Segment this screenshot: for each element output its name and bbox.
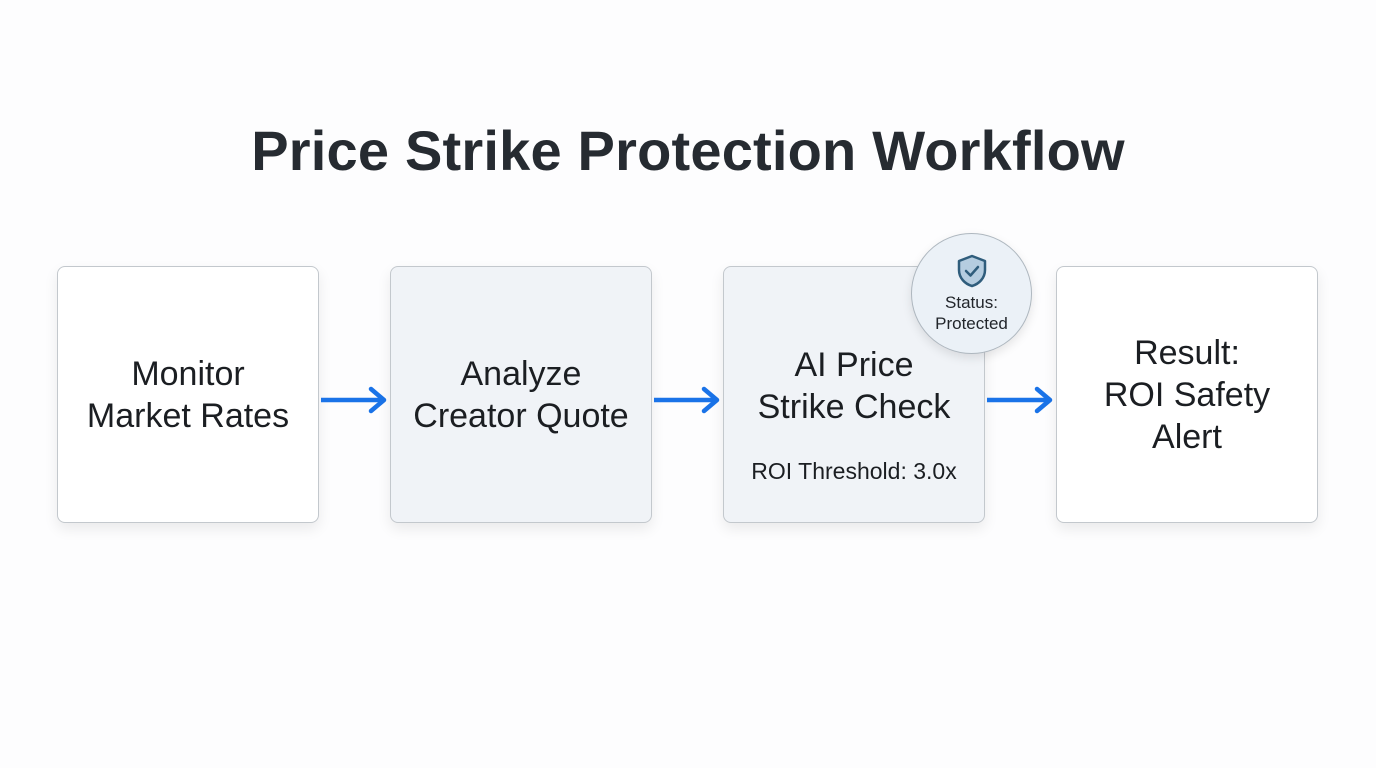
step-label: Analyze Creator Quote [413,354,629,435]
arrow-right-icon [321,386,387,414]
step-monitor-market-rates: Monitor Market Rates [57,266,319,523]
page-title: Price Strike Protection Workflow [251,119,1125,182]
shield-check-icon [957,254,986,287]
status-text: Status: Protected [935,292,1008,333]
roi-threshold-text: ROI Threshold: 3.0x [751,458,957,484]
step-label: Monitor Market Rates [86,354,290,435]
arrow-right-icon [654,386,720,414]
step-result-roi-safety-alert: Result: ROI Safety Alert [1056,266,1318,523]
step-label: AI Price Strike Check [757,346,951,426]
arrow-right-icon [987,386,1053,414]
status-badge: Status: Protected [911,233,1032,354]
step-label: Result: ROI Safety Alert [1103,333,1271,456]
step-analyze-creator-quote: Analyze Creator Quote [390,266,652,523]
